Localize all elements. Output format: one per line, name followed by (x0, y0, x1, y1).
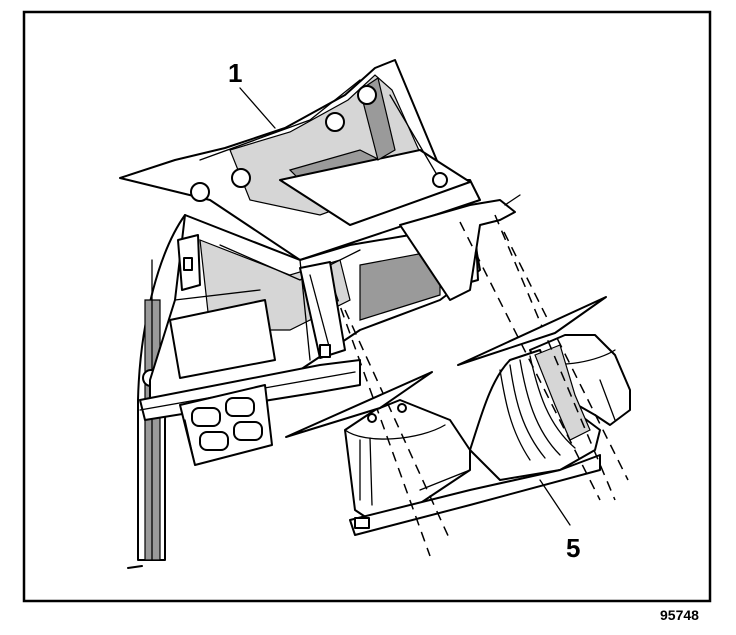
switch-pad (191, 407, 221, 427)
bolt (190, 182, 210, 202)
direction-wedge (285, 371, 433, 438)
bolt (231, 168, 251, 188)
right-panel (399, 194, 521, 301)
saddle-bracket (344, 334, 631, 536)
leader-line-1 (239, 87, 276, 129)
switch-pad (233, 421, 263, 441)
switch-pad (199, 431, 229, 451)
leader-line-5 (539, 479, 571, 526)
switch-pad (225, 397, 255, 417)
figure-number: 95748 (660, 607, 699, 623)
direction-wedges (285, 296, 607, 438)
callout-5: 5 (566, 533, 580, 563)
figure-frame (22, 10, 712, 603)
callout-1: 1 (228, 58, 242, 88)
center-bracket (299, 261, 346, 359)
alignment-lines (334, 214, 629, 557)
switch-panel (179, 384, 273, 466)
bolt (325, 112, 345, 132)
upper-cross-member (119, 59, 481, 261)
bolt (432, 172, 448, 188)
leader-lines (239, 87, 571, 526)
direction-wedge (457, 296, 607, 366)
bolt (357, 85, 377, 105)
